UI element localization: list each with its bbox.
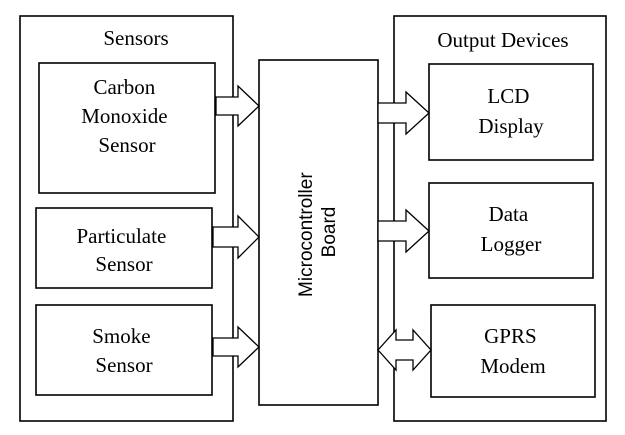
smoke-sensor-to-board-arrow	[212, 325, 260, 369]
board-to-data-logger-arrow	[377, 208, 430, 254]
smoke-sensor-box	[35, 304, 213, 396]
particulate-sensor-label: Particulate Sensor	[76, 224, 171, 276]
data-logger-label: Data Logger	[481, 202, 542, 256]
gprs-modem-box	[430, 304, 596, 398]
particulate-sensor-box	[35, 207, 213, 289]
lcd-display-label: LCD Display	[478, 84, 544, 138]
board-to-lcd-display-arrow	[377, 90, 430, 136]
output-devices-title: Output Devices	[437, 28, 568, 52]
carbon-monoxide-sensor-label: Carbon Monoxide Sensor	[81, 75, 173, 157]
microcontroller-board-box	[258, 59, 379, 406]
smoke-sensor-label: Smoke Sensor	[92, 324, 156, 377]
co-sensor-to-board-arrow	[215, 84, 260, 128]
gprs-modem-label: GPRS Modem	[480, 324, 545, 378]
data-logger-box	[428, 182, 594, 279]
sensors-title: Sensors	[103, 26, 168, 50]
board-gprs-modem-bidirectional-arrow	[377, 328, 432, 372]
carbon-monoxide-sensor-box	[38, 62, 216, 194]
particulate-sensor-to-board-arrow	[212, 214, 260, 260]
microcontroller-board-label: Microcontroller Board	[296, 167, 340, 297]
lcd-display-box	[428, 63, 594, 161]
